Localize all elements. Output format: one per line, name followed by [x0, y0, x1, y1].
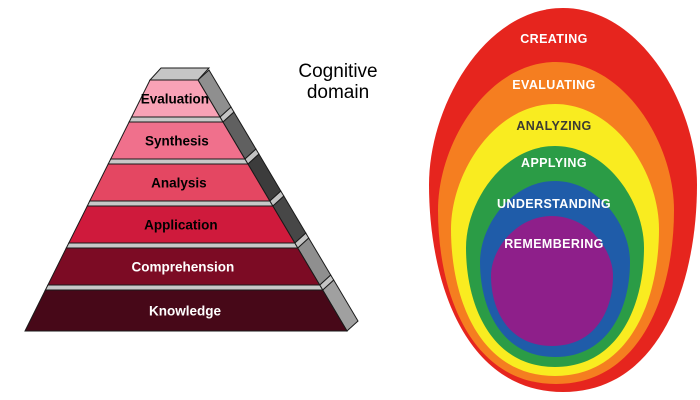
pyramid-label-knowledge: Knowledge [149, 304, 221, 319]
title-line-1: Cognitive [298, 61, 378, 82]
title-line-2: domain [306, 82, 370, 103]
cognitive-domain-title: Cognitive domain [291, 61, 385, 103]
pyramid-top-cap [148, 67, 211, 81]
pyramid-separator [128, 116, 224, 123]
egg-label-evaluating: EVALUATING [512, 78, 595, 92]
egg-label-applying: APPLYING [521, 156, 587, 170]
pyramid-label-evaluation: Evaluation [141, 92, 209, 107]
egg-label-understanding: UNDERSTANDING [497, 197, 611, 211]
pyramid-separator [65, 242, 299, 249]
egg-label-creating: CREATING [520, 32, 588, 46]
egg-ring-remembering [491, 216, 613, 346]
egg-label-analyzing: ANALYZING [516, 119, 591, 133]
pyramid-separator [86, 200, 274, 207]
pyramid-separator [44, 284, 324, 291]
pyramid-label-comprehension: Comprehension [132, 260, 235, 275]
pyramid-label-application: Application [144, 218, 218, 233]
egg-label-remembering: REMEMBERING [504, 237, 604, 251]
pyramid-separator [107, 158, 249, 165]
pyramid-label-synthesis: Synthesis [145, 134, 209, 149]
pyramid-label-analysis: Analysis [151, 176, 207, 191]
